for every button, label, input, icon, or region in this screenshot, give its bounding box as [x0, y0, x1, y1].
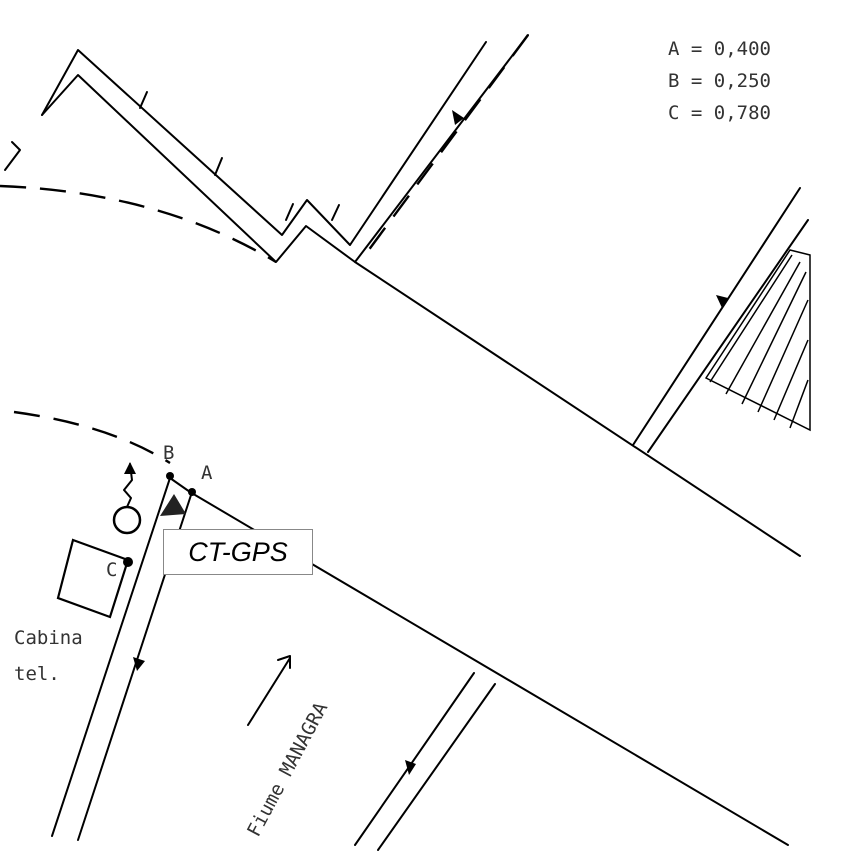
ct-gps-label: CT-GPS [188, 536, 288, 567]
point-a-label: A [201, 462, 213, 484]
bottom-road [354, 672, 496, 851]
legend-row-a: A = 0,400 [668, 38, 771, 60]
lower-dashed-edge [13, 410, 171, 465]
telephone-pole-icon [112, 462, 142, 535]
cabina-label-line1: Cabina [14, 627, 83, 649]
point-c-label: C [106, 559, 117, 581]
river-flow-arrow-icon [247, 655, 291, 726]
upper-building-outline [4, 34, 529, 263]
right-road [632, 187, 811, 453]
legend-row-c: C = 0,780 [668, 102, 771, 124]
point-b-marker [166, 472, 174, 480]
point-a-marker [188, 488, 196, 496]
upper-dashed-edge [0, 184, 277, 264]
direction-marker-upper [452, 110, 464, 125]
river-label: Fiume MANAGRA [243, 698, 333, 840]
road-edge-upper [354, 261, 801, 557]
ct-gps-label-box: CT-GPS [163, 529, 313, 575]
upper-dashed-road [364, 34, 529, 256]
cabina-label-line2: tel. [14, 663, 60, 685]
cabina-box [56, 538, 130, 619]
point-b-label: B [163, 442, 174, 464]
legend: A = 0,400 B = 0,250 C = 0,780 [668, 38, 771, 124]
legend-row-b: B = 0,250 [668, 70, 771, 92]
gps-triangle-icon [160, 494, 186, 516]
